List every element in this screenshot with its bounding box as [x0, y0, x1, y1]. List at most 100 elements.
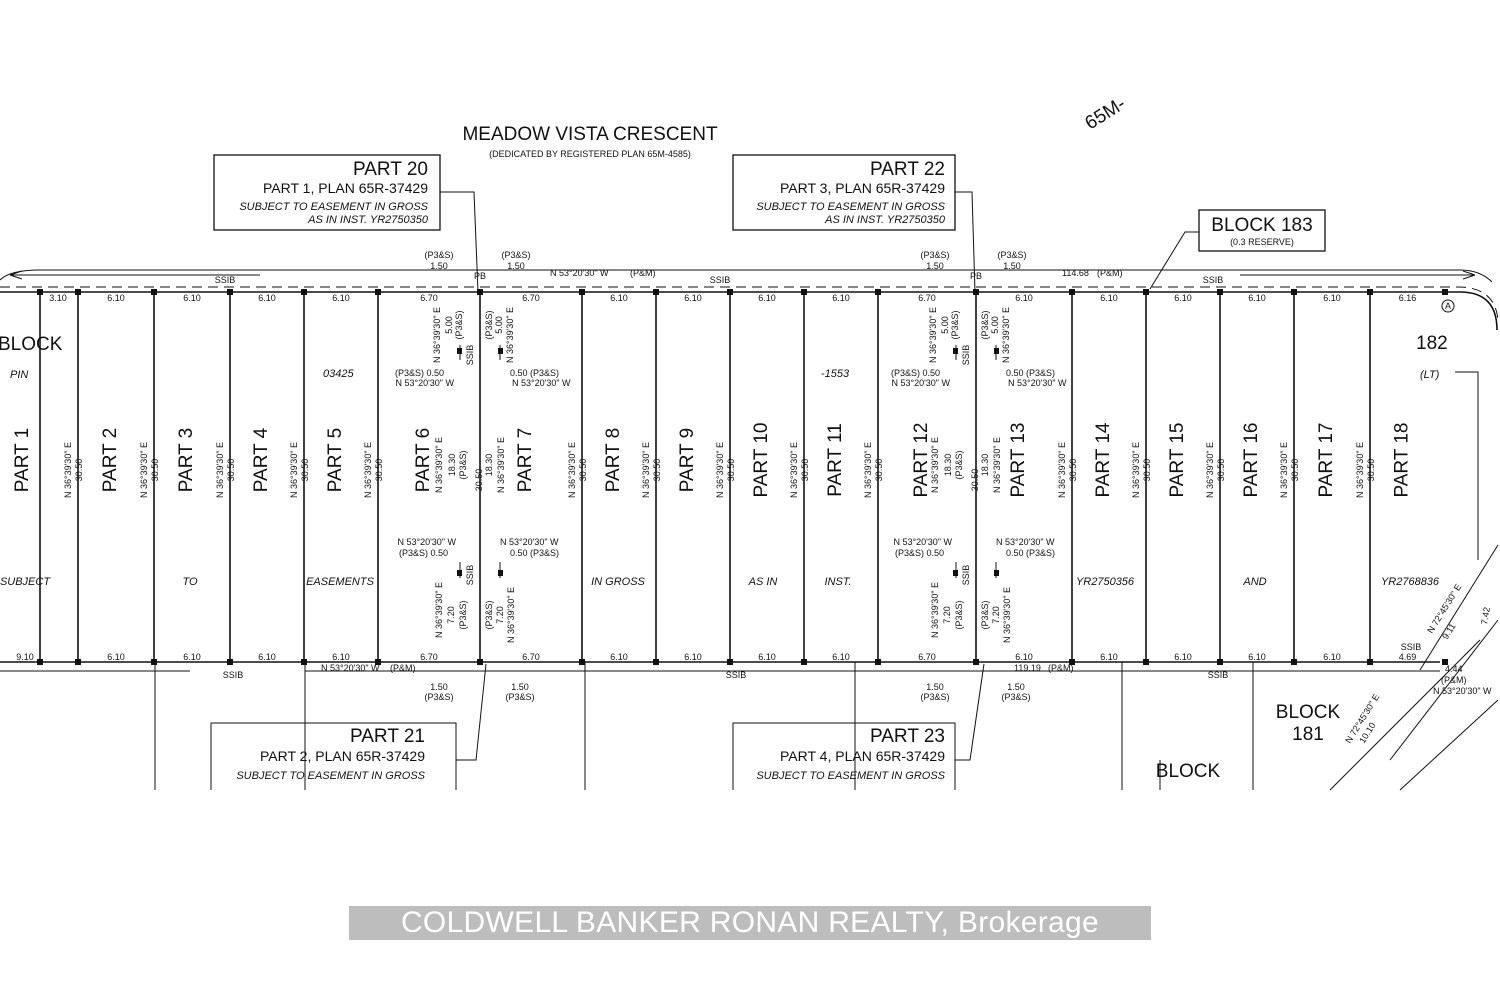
callout-part-22-easement: SUBJECT TO EASEMENT IN GROSS [756, 201, 945, 213]
callout-part-23-title: PART 23 [870, 726, 945, 747]
right-length-1: 9.11 [1440, 621, 1457, 641]
side-length: 30.50 [374, 459, 384, 482]
ssib-label: SSIB [465, 345, 475, 366]
survey-marker [1291, 659, 1297, 665]
p3as-label: (P3&S) [505, 692, 534, 702]
offset-150: 1.50 [926, 682, 944, 692]
offset-150: 1.50 [926, 261, 944, 271]
easement-marker [953, 348, 958, 354]
bottom-width: 6.10 [1174, 652, 1192, 662]
pin-label: PIN [10, 369, 28, 381]
pin-number-1: 03425 [323, 368, 354, 380]
easement-dimension: 18.30 [447, 454, 457, 477]
offset-050: 0.50 (P3&S) [1006, 548, 1055, 558]
block-181-number: 181 [1292, 724, 1324, 745]
bottom-width: 6.10 [332, 652, 350, 662]
survey-marker [37, 289, 43, 295]
p3as-label: (P3&S) [424, 250, 453, 260]
easement-dimension: (P3&S) [954, 450, 964, 479]
top-width: 6.10 [1015, 293, 1033, 303]
part-label: PART 18 [1392, 423, 1413, 498]
offset-150: 1.50 [511, 682, 529, 692]
side-length: 30.50 [800, 459, 810, 482]
ssib-label: SSIB [215, 275, 236, 285]
side-bearing: N 36°39'30" E [715, 442, 725, 498]
bottom-width: 6.10 [183, 652, 201, 662]
part-label: PART 2 [100, 428, 121, 492]
easement-dimension: N 36°39'30" E [506, 587, 516, 643]
easement-dimension: (P3&S) [458, 600, 468, 629]
easement-dimension: 7.20 [942, 606, 952, 624]
street-name: MEADOW VISTA CRESCENT [462, 124, 718, 145]
ssib-label: SSIB [726, 670, 747, 680]
easement-dimension: (P3&S) [458, 450, 468, 479]
bottom-width: 4.69 [1399, 652, 1417, 662]
callout-part-20-inst: AS IN INST. YR2750350 [307, 214, 429, 226]
survey-marker [1069, 659, 1075, 665]
offset-050: 0.50 (P3&S) [510, 368, 559, 378]
top-road-edge [0, 269, 1493, 283]
pb-label: PB [474, 271, 486, 281]
survey-marker [579, 289, 585, 295]
easement-dimension: N 36°39'30" E [1002, 587, 1012, 643]
survey-marker [801, 659, 807, 665]
top-width: 6.10 [1323, 293, 1341, 303]
survey-marker [75, 659, 81, 665]
top-width: 3.10 [49, 293, 67, 303]
survey-marker [875, 289, 881, 295]
top-lot-line [0, 291, 1498, 331]
side-length: 30.50 [1216, 459, 1226, 482]
callout-block-183: BLOCK 183 (0.3 RESERVE) [1149, 209, 1326, 290]
easement-marker [498, 348, 503, 354]
bottom-width: 6.70 [420, 652, 438, 662]
offset-050: (P3&S) 0.50 [895, 548, 944, 558]
top-width: 6.16 [1399, 293, 1417, 303]
easement-note: INST. [824, 576, 851, 588]
pb-label: PB [970, 271, 982, 281]
side-length: 30.50 [300, 459, 310, 482]
part-label: PART 15 [1167, 423, 1188, 498]
easement-dimension: N 36°39'30" E [434, 437, 444, 493]
offset-150: 1.50 [430, 682, 448, 692]
offset-050: 0.50 (P3&S) [510, 548, 559, 558]
easement-dimension: N 36°39'30" E [434, 582, 444, 638]
side-bearing: N 36°39'30" E [1057, 442, 1067, 498]
bottom-width: 6.10 [1015, 652, 1033, 662]
side-length: 30.50 [652, 459, 662, 482]
callout-part-23-easement: SUBJECT TO EASEMENT IN GROSS [756, 770, 945, 782]
part-label: PART 17 [1316, 423, 1337, 498]
easement-dimension: N 36°39'30" E [928, 307, 938, 363]
easement-note: YR2750356 [1076, 576, 1135, 588]
block-182: 182 [1416, 333, 1448, 354]
top-width: 6.70 [420, 293, 438, 303]
survey-marker [151, 289, 157, 295]
easement-marker [994, 570, 999, 576]
easement-marker [498, 570, 503, 576]
easement-dimension: 18.30 [484, 454, 494, 477]
right-bearing-road: N 53°20'30" W [1433, 686, 1492, 696]
top-width: 6.10 [1100, 293, 1118, 303]
ssib-label: SSIB [961, 565, 971, 586]
part-label: PART 7 [515, 428, 536, 492]
survey-marker [151, 659, 157, 665]
survey-marker [301, 289, 307, 295]
top-width: 6.10 [832, 293, 850, 303]
top-width: 6.70 [522, 293, 540, 303]
ssib-label: SSIB [465, 565, 475, 586]
ssib-label: SSIB [223, 670, 244, 680]
bottom-width: 6.10 [1323, 652, 1341, 662]
easement-marker [953, 570, 958, 576]
bottom-width: 6.10 [1100, 652, 1118, 662]
block-182-lt: (LT) [1420, 369, 1440, 381]
p3as-label: (P3&S) [1001, 692, 1030, 702]
easement-dimension: N 36°39'30" E [432, 307, 442, 363]
survey-marker [227, 659, 233, 665]
top-width: 6.10 [107, 293, 125, 303]
part-label: PART 11 [825, 423, 846, 497]
side-bearing: N 36°39'30" E [1131, 442, 1141, 498]
right-pam: (P&M) [1441, 675, 1467, 685]
survey-marker [1367, 659, 1373, 665]
easement-note: YR2768836 [1381, 576, 1440, 588]
p3as-label: (P3&S) [501, 250, 530, 260]
top-width: 6.70 [918, 293, 936, 303]
